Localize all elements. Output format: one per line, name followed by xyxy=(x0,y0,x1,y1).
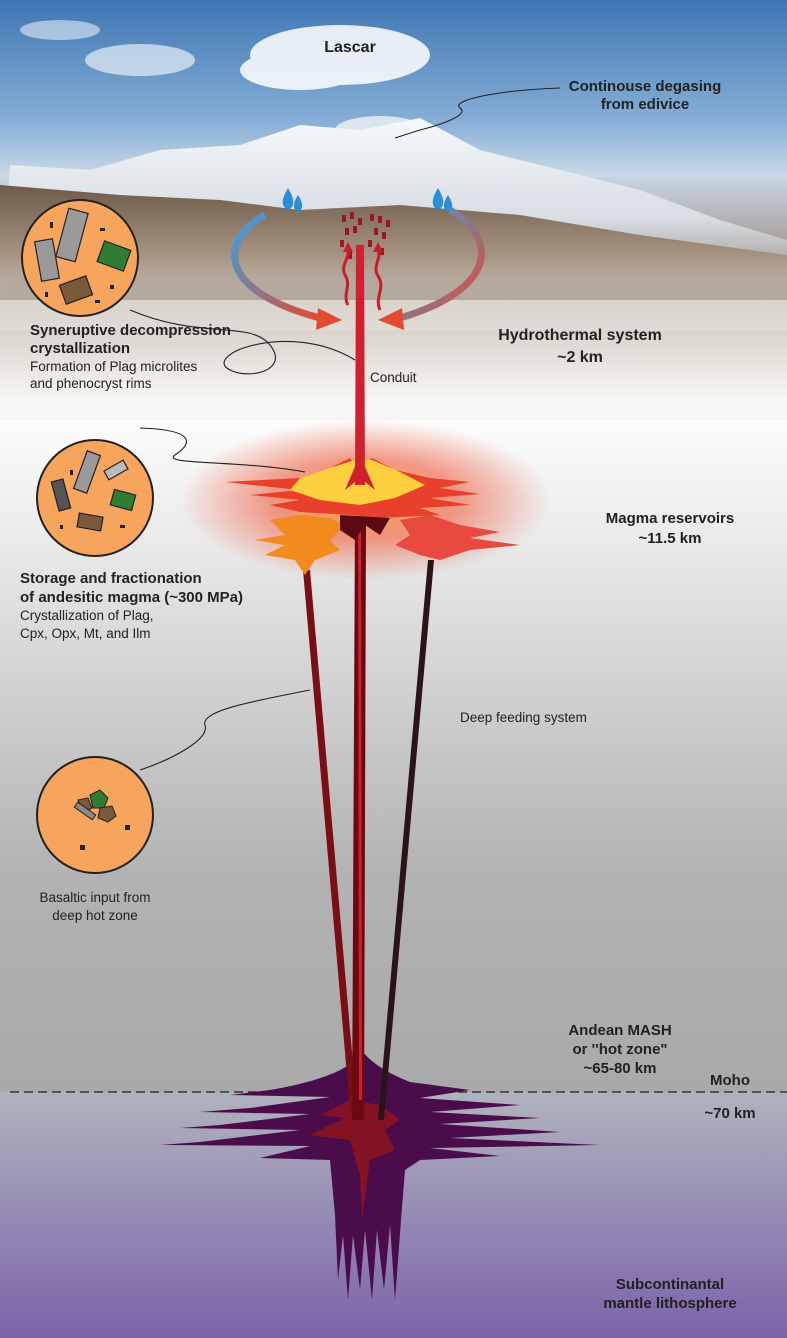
moho-depth: ~70 km xyxy=(690,1105,770,1123)
volcano-name: Lascar xyxy=(320,38,380,57)
basaltic-label-1: Basaltic input from xyxy=(20,890,170,906)
storage-desc-2: Cpx, Opx, Mt, and Ilm xyxy=(20,626,151,642)
basaltic-label-2: deep hot zone xyxy=(20,908,170,924)
crystal-circle-syneruptive xyxy=(22,200,138,316)
crystal-circle-basaltic xyxy=(37,757,153,873)
hydrothermal-label: Hydrothermal system xyxy=(470,326,690,345)
mash-depth: ~65-80 km xyxy=(540,1060,700,1078)
mantle-label-1: Subcontinantal xyxy=(570,1276,770,1294)
reservoirs-depth: ~11.5 km xyxy=(590,530,750,548)
reservoirs-label: Magma reservoirs xyxy=(590,510,750,528)
mash-label-1: Andean MASH xyxy=(540,1022,700,1040)
degasing-label-2: from edivice xyxy=(540,96,750,114)
storage-desc-1: Crystallization of Plag, xyxy=(20,608,154,624)
syneruptive-title-2: crystallization xyxy=(30,340,130,358)
moho-label: Moho xyxy=(690,1072,770,1090)
degasing-label-1: Continouse degasing xyxy=(540,78,750,96)
mash-label-2: or ''hot zone" xyxy=(540,1041,700,1059)
conduit xyxy=(355,245,365,485)
syneruptive-desc-1: Formation of Plag microlites xyxy=(30,359,197,375)
mantle-label-2: mantle lithosphere xyxy=(570,1295,770,1313)
crystal-circle-storage xyxy=(37,440,153,556)
syneruptive-title-1: Syneruptive decompression xyxy=(30,322,231,340)
deep-feeding-label: Deep feeding system xyxy=(460,710,587,726)
hydrothermal-depth: ~2 km xyxy=(470,348,690,367)
storage-title-1: Storage and fractionation xyxy=(20,570,202,588)
storage-title-2: of andesitic magma (~300 MPa) xyxy=(20,589,243,607)
conduit-label: Conduit xyxy=(370,370,417,386)
syneruptive-desc-2: and phenocryst rims xyxy=(30,376,152,392)
